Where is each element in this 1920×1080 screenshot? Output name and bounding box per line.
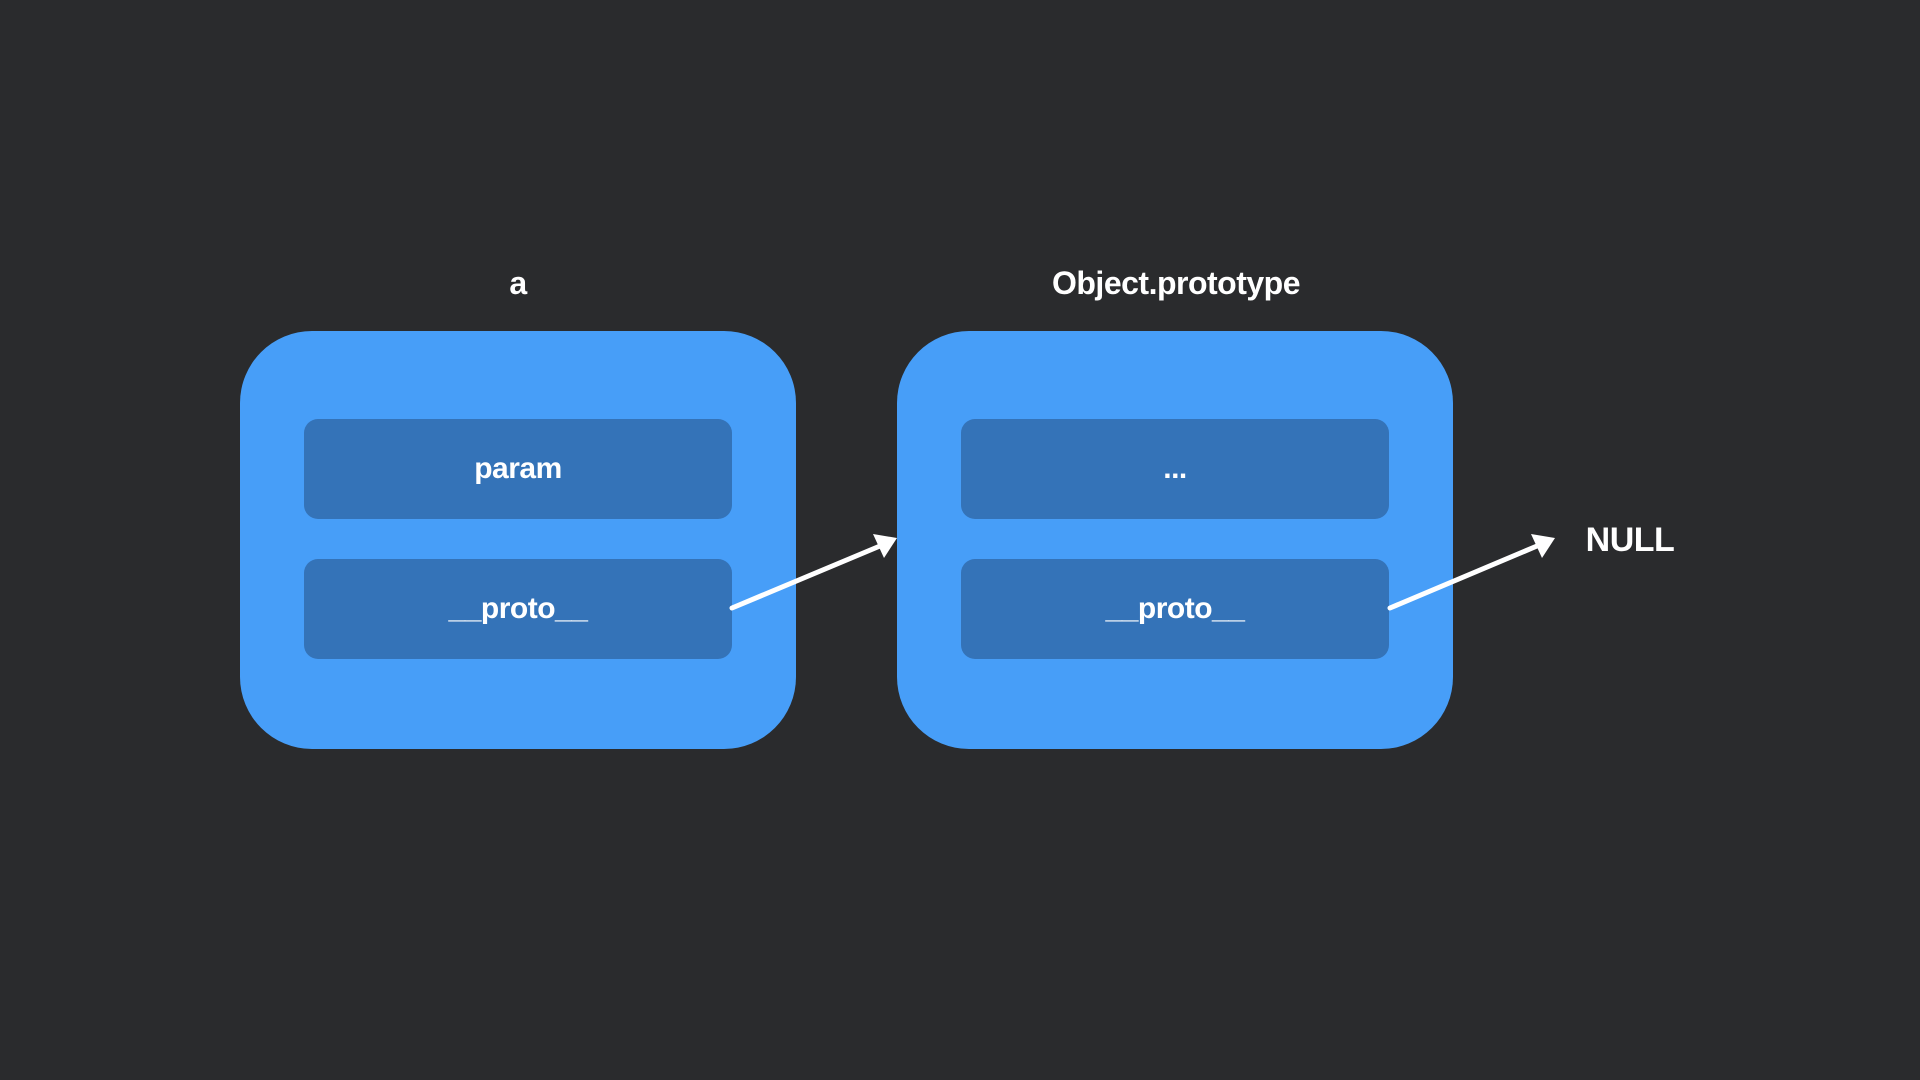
arrow-a-to-object-prototype	[729, 534, 897, 611]
object-a-param-slot: param	[304, 419, 732, 519]
object-prototype-box: ... __proto__	[897, 331, 1453, 749]
object-a-proto-slot: __proto__	[304, 559, 732, 659]
object-prototype-proto-slot: __proto__	[961, 559, 1389, 659]
object-prototype-ellipsis-slot: ...	[961, 419, 1389, 519]
object-a-box: param __proto__	[240, 331, 796, 749]
arrow-object-prototype-to-null	[1387, 534, 1555, 611]
null-terminal-label: NULL	[1585, 521, 1675, 559]
object-a-title: a	[509, 265, 527, 301]
object-prototype-title: Object.prototype	[1051, 265, 1301, 301]
